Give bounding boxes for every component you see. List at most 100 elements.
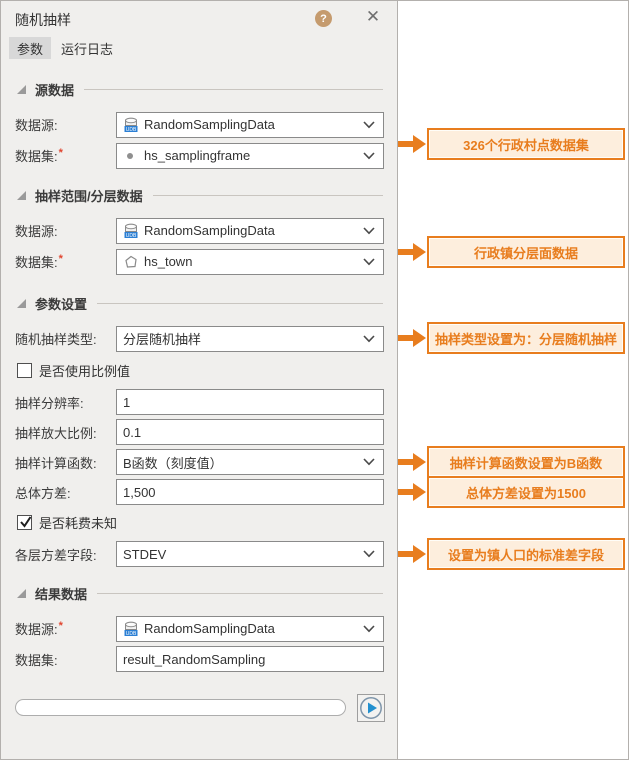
section-expander-icon <box>17 85 26 94</box>
result-datasource-row: 数据源:* UDB RandomSamplingData <box>15 615 384 642</box>
range-dataset-combobox[interactable]: hs_town <box>116 248 384 275</box>
annotation-arrow <box>398 483 426 501</box>
cost-unknown-checkbox-row: 是否耗费未知 <box>17 513 117 531</box>
annotation-arrow <box>398 243 426 261</box>
strata-field-value: STDEV <box>123 546 167 562</box>
range-dataset-row: 数据集:* hs_town <box>15 248 384 275</box>
annotation-arrow <box>398 545 426 563</box>
result-dataset-row: 数据集: <box>15 646 384 672</box>
section-header-params[interactable]: 参数设置 <box>15 295 383 312</box>
required-mark: * <box>58 253 63 265</box>
chevron-down-icon <box>363 151 375 159</box>
section-divider <box>97 302 383 304</box>
tab-run-log[interactable]: 运行日志 <box>61 41 114 57</box>
function-label: 抽样计算函数: <box>15 455 97 471</box>
run-button[interactable] <box>357 694 385 722</box>
checkmark-icon <box>20 515 32 528</box>
section-expander-icon <box>17 191 26 200</box>
function-value: B函数（刻度值） <box>123 455 223 471</box>
annotation-sampling-type: 抽样类型设置为：分层随机抽样 <box>427 322 625 354</box>
annotation-arrow <box>398 329 426 347</box>
chevron-down-icon <box>363 257 375 265</box>
sampling-type-value: 分层随机抽样 <box>123 332 202 347</box>
annotation-function: 抽样计算函数设置为B函数 <box>427 446 625 478</box>
result-datasource-label: 数据源:* <box>15 620 63 637</box>
svg-text:UDB: UDB <box>126 127 137 133</box>
udb-datasource-icon: UDB <box>124 117 138 133</box>
strata-field-row: 各层方差字段: STDEV <box>15 541 384 567</box>
cost-unknown-checkbox[interactable] <box>17 514 32 530</box>
progress-bar <box>15 699 346 716</box>
variance-input[interactable] <box>116 479 384 505</box>
sampling-type-combobox[interactable]: 分层随机抽样 <box>116 325 384 352</box>
source-dataset-row: 数据集:* hs_samplingframe <box>15 142 384 169</box>
chevron-down-icon <box>363 550 375 558</box>
result-datasource-combobox[interactable]: UDB RandomSamplingData <box>116 615 384 642</box>
chevron-down-icon <box>363 458 375 466</box>
source-datasource-row: 数据源: UDB RandomSamplingData <box>15 111 384 138</box>
chevron-down-icon <box>363 226 375 234</box>
source-datasource-value: RandomSamplingData <box>144 117 275 132</box>
svg-text:UDB: UDB <box>126 233 137 239</box>
required-mark: * <box>58 147 63 159</box>
variance-label: 总体方差: <box>15 485 71 501</box>
sampling-type-label: 随机抽样类型: <box>15 332 97 347</box>
strata-field-label: 各层方差字段: <box>15 547 97 563</box>
close-icon[interactable]: ✕ <box>365 7 381 26</box>
source-datasource-combobox[interactable]: UDB RandomSamplingData <box>116 111 384 138</box>
source-dataset-combobox[interactable]: hs_samplingframe <box>116 142 384 169</box>
section-expander-icon <box>17 589 26 598</box>
function-row: 抽样计算函数: B函数（刻度值） <box>15 449 384 475</box>
function-combobox[interactable]: B函数（刻度值） <box>116 449 384 475</box>
use-ratio-checkbox-label: 是否使用比例值 <box>39 363 131 379</box>
range-dataset-label: 数据集:* <box>15 253 63 270</box>
point-dataset-icon <box>127 152 133 159</box>
annotation-strata-field: 设置为镇人口的标准差字段 <box>427 538 625 570</box>
annotation-variance: 总体方差设置为1500 <box>427 476 625 508</box>
scale-input[interactable] <box>116 419 384 445</box>
annotation-arrow <box>398 135 426 153</box>
play-run-icon <box>360 697 382 719</box>
resolution-row: 抽样分辨率: <box>15 389 384 415</box>
variance-row: 总体方差: <box>15 479 384 505</box>
scale-label: 抽样放大比例: <box>15 425 97 441</box>
result-datasource-value: RandomSamplingData <box>144 621 275 636</box>
tab-params[interactable]: 参数 <box>9 37 52 59</box>
cost-unknown-checkbox-label: 是否耗费未知 <box>39 515 118 531</box>
sampling-type-row: 随机抽样类型: 分层随机抽样 <box>15 325 384 352</box>
section-title: 结果数据 <box>35 586 88 602</box>
svg-text:UDB: UDB <box>126 631 137 637</box>
resolution-input[interactable] <box>116 389 384 415</box>
section-header-source[interactable]: 源数据 <box>15 81 383 98</box>
range-dataset-value: hs_town <box>144 254 193 269</box>
region-dataset-icon <box>125 255 137 268</box>
strata-field-combobox[interactable]: STDEV <box>116 541 384 567</box>
random-sampling-dialog: 随机抽样 ? ✕ 参数 运行日志 源数据 数据源: UDB RandomSamp… <box>1 1 398 759</box>
section-header-range[interactable]: 抽样范围/分层数据 <box>15 187 383 204</box>
source-dataset-label: 数据集:* <box>15 147 63 164</box>
section-divider <box>97 592 383 594</box>
help-icon[interactable]: ? <box>315 10 332 27</box>
use-ratio-checkbox-row: 是否使用比例值 <box>17 361 130 379</box>
range-datasource-combobox[interactable]: UDB RandomSamplingData <box>116 217 384 244</box>
udb-datasource-icon: UDB <box>124 223 138 239</box>
annotation-source-dataset: 326个行政村点数据集 <box>427 128 625 160</box>
chevron-down-icon <box>363 334 375 342</box>
chevron-down-icon <box>363 624 375 632</box>
range-datasource-row: 数据源: UDB RandomSamplingData <box>15 217 384 244</box>
section-title: 参数设置 <box>35 296 88 312</box>
section-title: 源数据 <box>35 82 75 98</box>
udb-datasource-icon: UDB <box>124 621 138 637</box>
range-datasource-value: RandomSamplingData <box>144 223 275 238</box>
section-header-result[interactable]: 结果数据 <box>15 585 383 602</box>
range-datasource-label: 数据源: <box>15 224 58 239</box>
result-dataset-label: 数据集: <box>15 652 58 668</box>
annotation-range-dataset: 行政镇分层面数据 <box>427 236 625 268</box>
result-dataset-input[interactable] <box>116 646 384 672</box>
section-expander-icon <box>17 299 26 308</box>
required-mark: * <box>58 620 63 632</box>
source-dataset-value: hs_samplingframe <box>144 148 251 163</box>
section-title: 抽样范围/分层数据 <box>35 188 143 204</box>
use-ratio-checkbox[interactable] <box>17 362 32 378</box>
